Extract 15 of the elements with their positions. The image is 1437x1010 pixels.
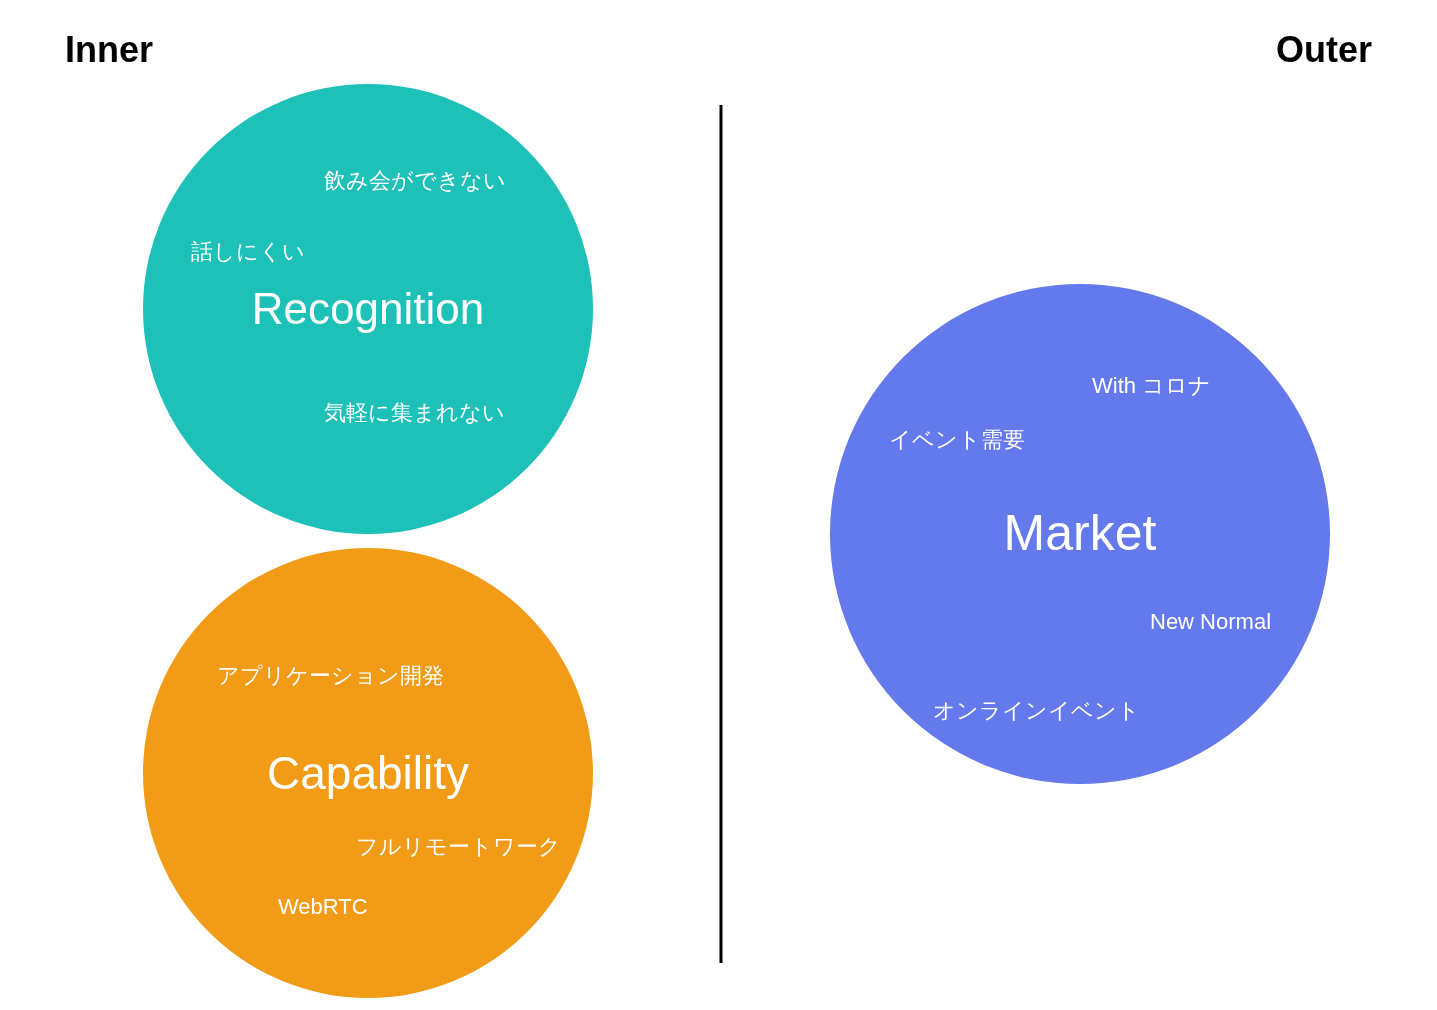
circle-title: Recognition bbox=[251, 283, 485, 335]
keyword-text: オンラインイベント bbox=[933, 698, 1140, 724]
keyword-text: 飲み会ができない bbox=[324, 168, 506, 194]
keyword-text: フルリモートワーク bbox=[356, 834, 561, 860]
keyword-text: WebRTC bbox=[278, 894, 368, 920]
column-heading: Outer bbox=[1276, 29, 1372, 71]
keyword-text: アプリケーション開発 bbox=[217, 663, 444, 689]
keyword-text: With コロナ bbox=[1092, 373, 1212, 399]
keyword-text: 気軽に集まれない bbox=[324, 400, 505, 426]
circle-title: Market bbox=[1003, 505, 1157, 563]
keyword-text: 話しにくい bbox=[191, 239, 305, 265]
keyword-text: New Normal bbox=[1150, 609, 1272, 635]
column-heading: Inner bbox=[65, 29, 153, 71]
keyword-text: イベント需要 bbox=[889, 427, 1025, 453]
circle-title: Capability bbox=[267, 746, 469, 800]
